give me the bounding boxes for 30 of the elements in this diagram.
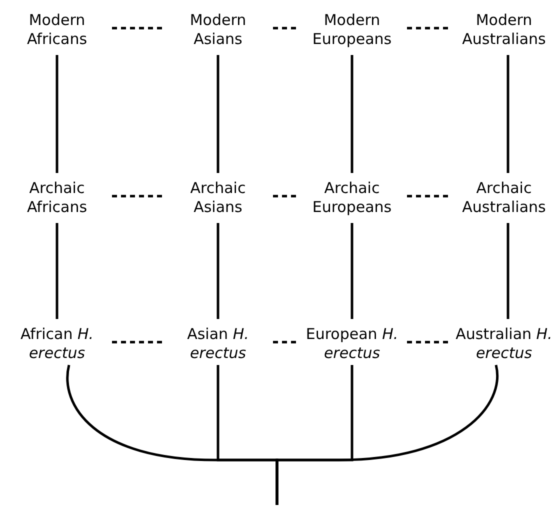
- node-label: Modern Africans: [8, 11, 106, 49]
- node-label: Modern Europeans: [303, 11, 401, 49]
- dashed-connector: [273, 194, 297, 198]
- node-label: Australian H. erectus: [455, 325, 553, 363]
- connector-line: [276, 364, 498, 505]
- connector-line: [506, 223, 510, 319]
- dashed-connector: [273, 340, 297, 344]
- connector-line: [56, 55, 58, 173]
- dashed-connector: [112, 194, 163, 198]
- node-label: Archaic Australians: [455, 179, 553, 217]
- connector-line: [350, 55, 354, 173]
- connector-line: [216, 223, 220, 319]
- node-label: Asian H. erectus: [169, 325, 267, 363]
- connector-line: [56, 223, 58, 319]
- dashed-connector: [112, 340, 163, 344]
- dashed-connector: [407, 26, 449, 30]
- connector-line: [506, 55, 510, 173]
- node-label: African H. erectus: [8, 325, 106, 363]
- dashed-connector: [407, 194, 449, 198]
- node-label: European H. erectus: [303, 325, 401, 363]
- dashed-connector: [407, 340, 449, 344]
- node-label: Modern Asians: [169, 11, 267, 49]
- node-label: Archaic Asians: [169, 179, 267, 217]
- node-label: Modern Australians: [455, 11, 553, 49]
- dashed-connector: [273, 26, 297, 30]
- node-label: Archaic Africans: [8, 179, 106, 217]
- node-label: Archaic Europeans: [303, 179, 401, 217]
- dashed-connector: [112, 26, 163, 30]
- connector-line: [350, 223, 354, 319]
- connector-line: [216, 55, 220, 173]
